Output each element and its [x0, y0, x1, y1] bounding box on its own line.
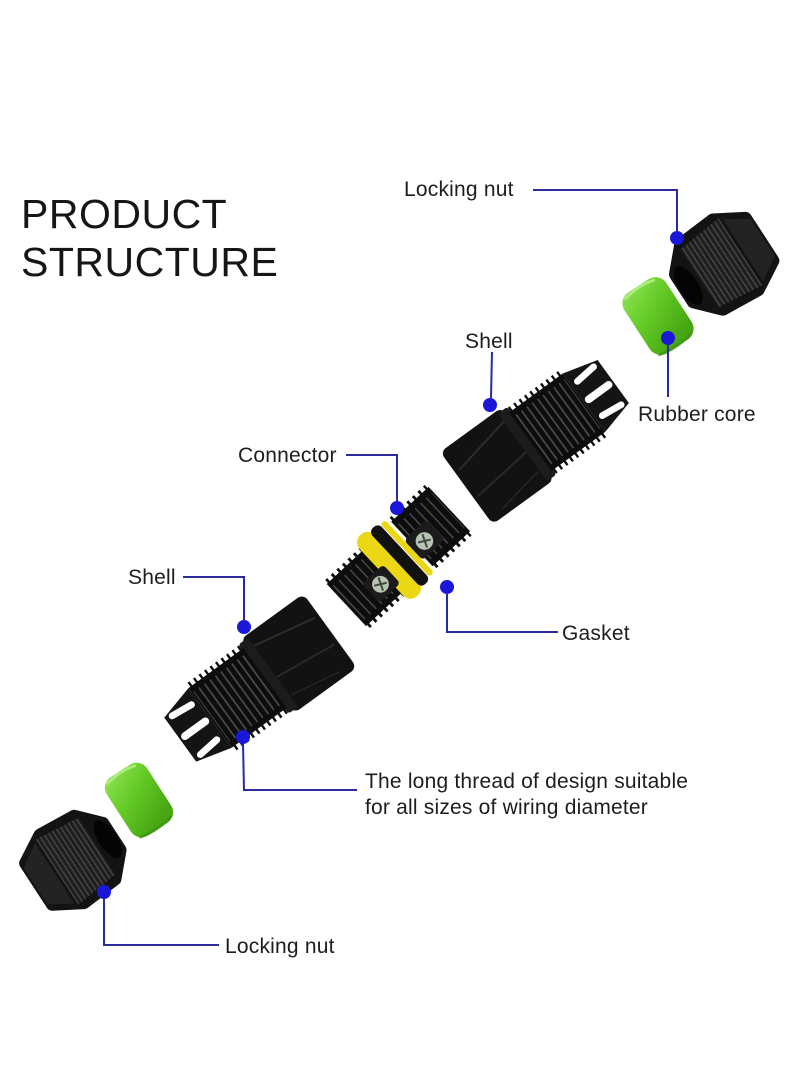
label-gasket: Gasket — [562, 622, 630, 645]
callout-long-thread — [236, 730, 357, 791]
callout-dot-shell-bottom — [237, 620, 251, 634]
leader-line-connector — [346, 454, 398, 501]
locking-nut-bottom-part — [13, 800, 137, 920]
label-long-thread-line-2: for all sizes of wiring diameter — [365, 796, 648, 819]
callout-dot-connector — [390, 501, 404, 515]
leader-line-locking-nut-top — [533, 189, 678, 231]
label-rubber-core: Rubber core — [638, 403, 756, 426]
callout-locking-nut-top — [533, 189, 684, 245]
label-shell-top: Shell — [465, 330, 513, 353]
leader-line-locking-nut-bottom — [103, 899, 219, 946]
callout-dot-rubber-core — [661, 331, 675, 345]
leader-line-shell-bottom — [183, 576, 245, 620]
callout-connector — [346, 454, 404, 515]
callout-shell-top — [483, 351, 497, 412]
label-shell-bottom: Shell — [128, 566, 176, 589]
callout-shell-bottom — [183, 576, 251, 634]
callout-dot-locking-nut-top — [670, 231, 684, 245]
leader-line-gasket — [446, 594, 558, 633]
title-line-1: PRODUCT — [21, 191, 228, 237]
label-long-thread: The long thread of design suitable for a… — [365, 769, 688, 821]
label-long-thread-line-1: The long thread of design suitable — [365, 770, 689, 793]
title-line-2: STRUCTURE — [21, 239, 279, 285]
label-locking-nut-bottom: Locking nut — [225, 935, 335, 958]
callout-dot-shell-top — [483, 398, 497, 412]
shell-bottom-part — [153, 594, 356, 777]
leader-line-long-thread — [242, 743, 357, 791]
callout-dot-gasket — [440, 580, 454, 594]
leader-line-shell-top — [490, 351, 493, 399]
callout-dot-long-thread — [236, 730, 250, 744]
callout-rubber-core — [661, 331, 675, 397]
callout-dot-locking-nut-bottom — [97, 885, 111, 899]
label-locking-nut-top: Locking nut — [404, 178, 514, 201]
label-connector: Connector — [238, 444, 337, 467]
callout-locking-nut-bottom — [97, 885, 219, 946]
page-title: PRODUCT STRUCTURE — [21, 190, 278, 286]
callout-gasket — [440, 580, 558, 633]
shell-top-part — [440, 345, 639, 524]
